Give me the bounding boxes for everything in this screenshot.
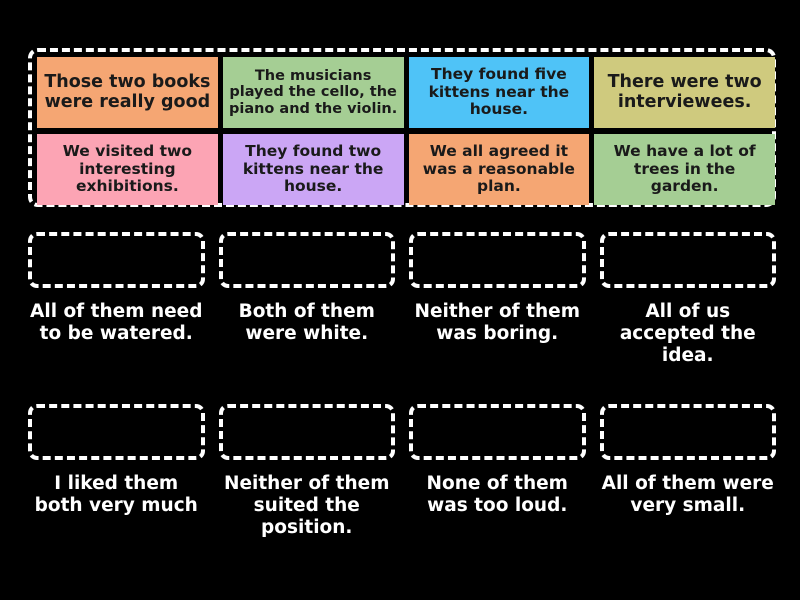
answer-label: Both of them were white. [238,301,375,345]
draggable-tile[interactable]: They found two kittens near the house. [222,134,404,205]
answer-cell: All of them were very small. [599,404,776,540]
draggable-tile[interactable]: We visited two interesting exhibitions. [37,134,218,205]
answer-cell: I liked them both very much [28,404,205,540]
answer-label: All of us accepted the idea. [619,301,756,367]
answer-cell: All of them need to be watered. [28,232,205,368]
answer-label: Neither of them suited the position. [223,473,390,539]
draggable-tile[interactable]: The musicians played the cello, the pian… [222,57,404,128]
answer-cell: None of them was too loud. [409,404,586,540]
answer-label: All of them were very small. [601,473,774,517]
answer-label: I liked them both very much [34,473,198,517]
answer-label: None of them was too loud. [426,473,568,517]
answer-row-2: I liked them both very much Neither of th… [28,404,776,540]
drop-zone[interactable] [28,404,205,460]
draggable-tile[interactable]: We all agreed it was a reasonable plan. [408,134,590,205]
drop-zone[interactable] [409,232,586,288]
answer-label: Neither of them was boring. [414,301,581,345]
answer-label: All of them need to be watered. [30,301,203,345]
drop-zone[interactable] [218,404,395,460]
drop-zone[interactable] [409,404,586,460]
draggable-tile[interactable]: Those two books were really good [37,57,218,128]
drop-zone[interactable] [599,404,776,460]
answer-cell: All of us accepted the idea. [599,232,776,368]
answer-cell: Neither of them suited the position. [218,404,395,540]
answer-row-1: All of them need to be watered. Both of t… [28,232,776,368]
drop-zone[interactable] [218,232,395,288]
answer-cell: Both of them were white. [218,232,395,368]
draggable-tile[interactable]: They found five kittens near the house. [408,57,590,128]
answer-cell: Neither of them was boring. [409,232,586,368]
drop-zone[interactable] [28,232,205,288]
drop-zone[interactable] [599,232,776,288]
draggable-tile[interactable]: There were two interviewees. [594,57,775,128]
draggable-tile[interactable]: We have a lot of trees in the garden. [594,134,775,205]
